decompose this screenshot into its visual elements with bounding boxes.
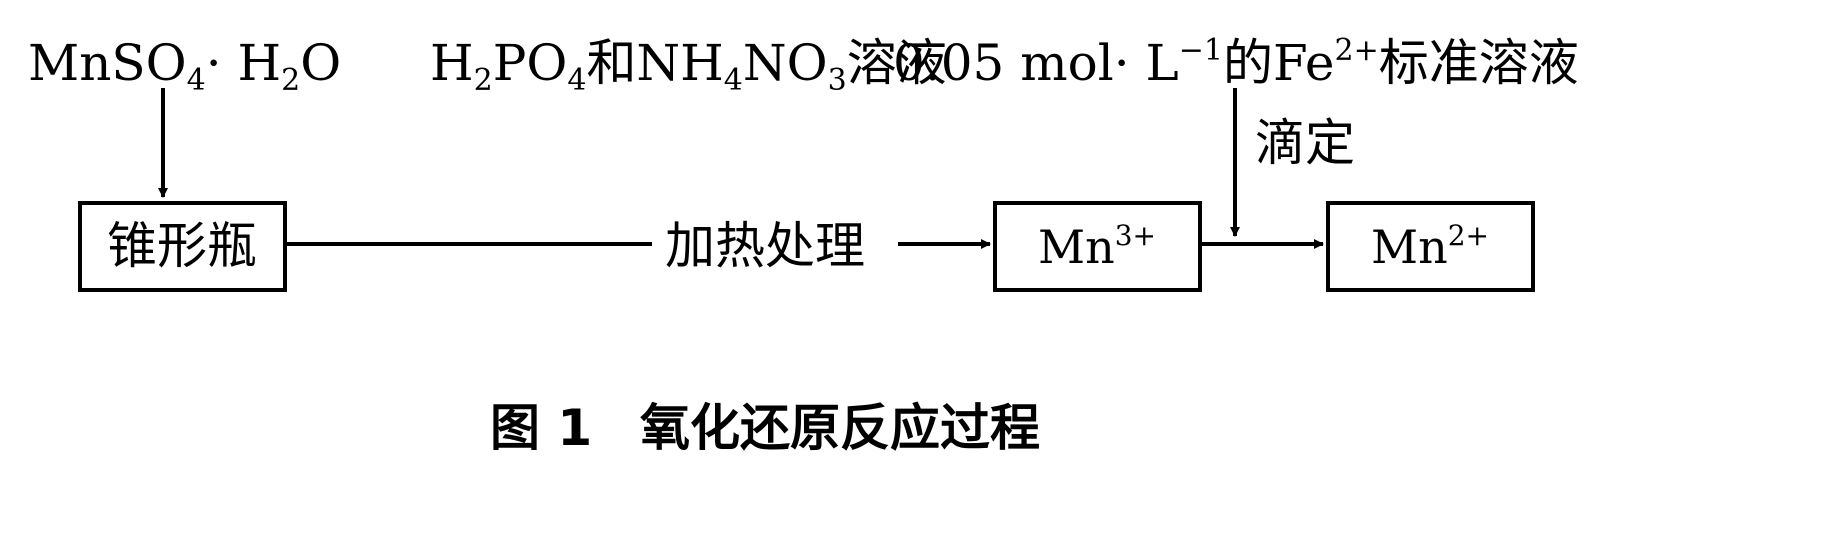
reagent-fe-label: 0.05 mol· L−1的Fe2+标准溶液 (893, 33, 1579, 92)
node-mn2 (1326, 201, 1535, 292)
reagent-acid-label: H2PO4和NH4NO3溶液 (430, 34, 947, 98)
heat-treatment-label: 加热处理 (665, 217, 865, 275)
reagent-mnso4-label: MnSO4· H2O (28, 34, 341, 98)
node-flask (78, 201, 287, 292)
node-mn3-label: Mn3+ (1038, 219, 1156, 274)
titration-label: 滴定 (1255, 114, 1355, 172)
node-flask-label: 锥形瓶 (107, 217, 257, 275)
figure-caption-title: 氧化还原反应过程 (640, 399, 1040, 457)
figure-caption-number: 图 1 (490, 399, 592, 457)
node-mn3 (993, 201, 1202, 292)
node-mn2-label: Mn2+ (1371, 219, 1489, 274)
